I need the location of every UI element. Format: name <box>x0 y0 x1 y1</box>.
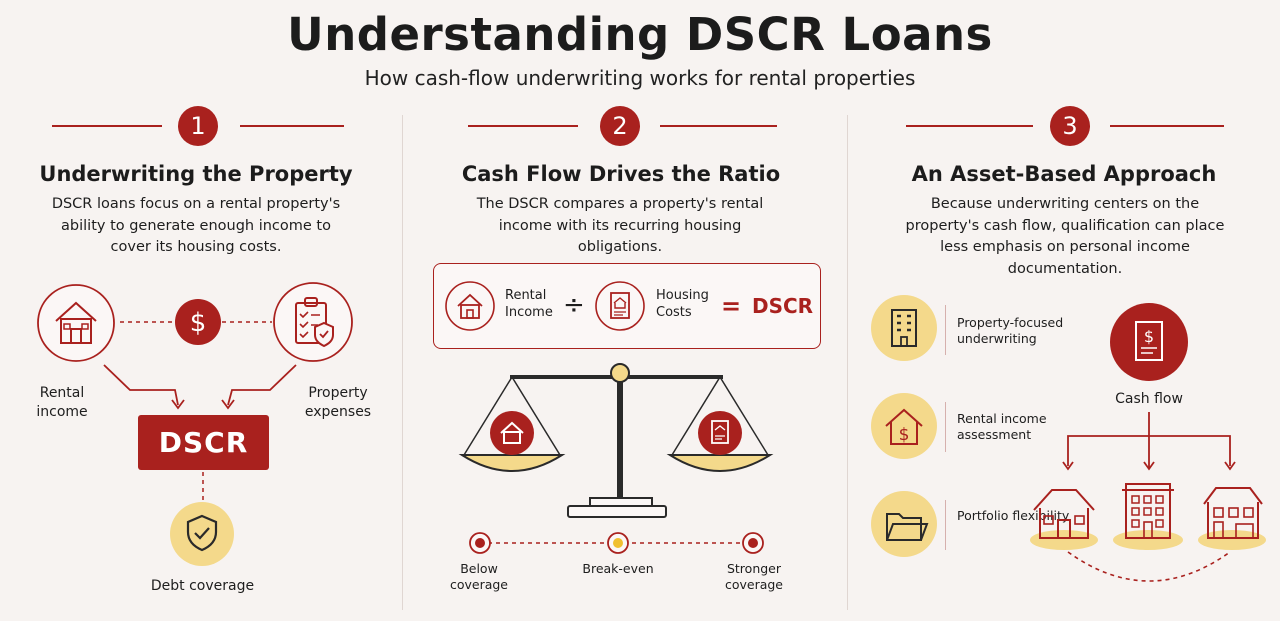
stronger-coverage-label: Stronger coverage <box>724 561 784 592</box>
house-icon <box>37 284 115 362</box>
feature-rental-income-assessment: Rental income assessment <box>957 411 1047 442</box>
debt-coverage-label: Debt coverage <box>150 578 255 594</box>
section-description-1: DSCR loans focus on a rental property's … <box>51 196 341 255</box>
cash-flow-label: Cash flow <box>1115 391 1183 407</box>
section-rule <box>240 125 344 127</box>
formula-result-dscr: DSCR <box>752 294 814 318</box>
divide-operator: ÷ <box>563 290 585 320</box>
svg-text:$: $ <box>899 425 910 445</box>
formula-rental-income: Rental Income <box>505 288 553 320</box>
section-rule <box>468 125 578 127</box>
break-even-label: Break-even <box>582 561 654 576</box>
section-title-1: Underwriting the Property <box>39 162 353 186</box>
step-number-1: 1 <box>178 106 218 146</box>
section-rule <box>906 125 1033 127</box>
svg-text:$: $ <box>190 308 207 338</box>
svg-text:$: $ <box>1144 327 1154 346</box>
section-title-3: An Asset-Based Approach <box>911 162 1217 186</box>
column-divider <box>847 115 848 610</box>
step-number-3: 3 <box>1050 106 1090 146</box>
property-expenses-label: Property expenses <box>304 385 372 420</box>
page-title: Understanding DSCR Loans <box>287 8 993 61</box>
coverage-scale <box>469 532 764 554</box>
apartment-building-icon <box>1113 483 1183 550</box>
dscr-box: DSCR <box>138 415 269 470</box>
shield-check-icon <box>170 502 234 566</box>
step-number-2: 2 <box>600 106 640 146</box>
feature-divider <box>945 402 946 452</box>
section-rule <box>1110 125 1224 127</box>
balance-scale-icon <box>458 363 774 518</box>
house-document-icon <box>595 281 645 331</box>
section-title-2: Cash Flow Drives the Ratio <box>461 162 781 186</box>
rental-income-label: Rental income <box>36 385 88 420</box>
section-description-2: The DSCR compares a property's rental in… <box>476 196 764 255</box>
building-icon <box>871 295 937 361</box>
formula-housing-costs: Housing Costs <box>656 288 709 320</box>
house-property-icon <box>1030 489 1098 550</box>
section-rule <box>660 125 777 127</box>
house-dollar-icon: $ <box>871 393 937 459</box>
clipboard-shield-icon <box>273 282 353 362</box>
townhouse-icon <box>1198 487 1266 550</box>
below-coverage-label: Below coverage <box>449 561 509 592</box>
section-description-3: Because underwriting centers on the prop… <box>905 196 1225 277</box>
underwriting-diagram <box>103 321 297 500</box>
page-subtitle: How cash-flow underwriting works for ren… <box>364 66 916 90</box>
equals-operator: = <box>721 292 742 320</box>
folder-icon <box>871 491 937 557</box>
cash-flow-distribution <box>1062 412 1236 582</box>
feature-property-focused: Property-focused underwriting <box>957 315 1064 346</box>
feature-portfolio-flexibility: Portfolio flexibility <box>957 508 1070 523</box>
section-rule <box>52 125 162 127</box>
feature-divider <box>945 500 946 550</box>
cash-flow-document-icon: $ <box>1110 303 1188 381</box>
house-icon <box>445 281 495 331</box>
column-divider <box>402 115 403 610</box>
feature-divider <box>945 305 946 355</box>
dollar-icon: $ <box>175 299 221 345</box>
